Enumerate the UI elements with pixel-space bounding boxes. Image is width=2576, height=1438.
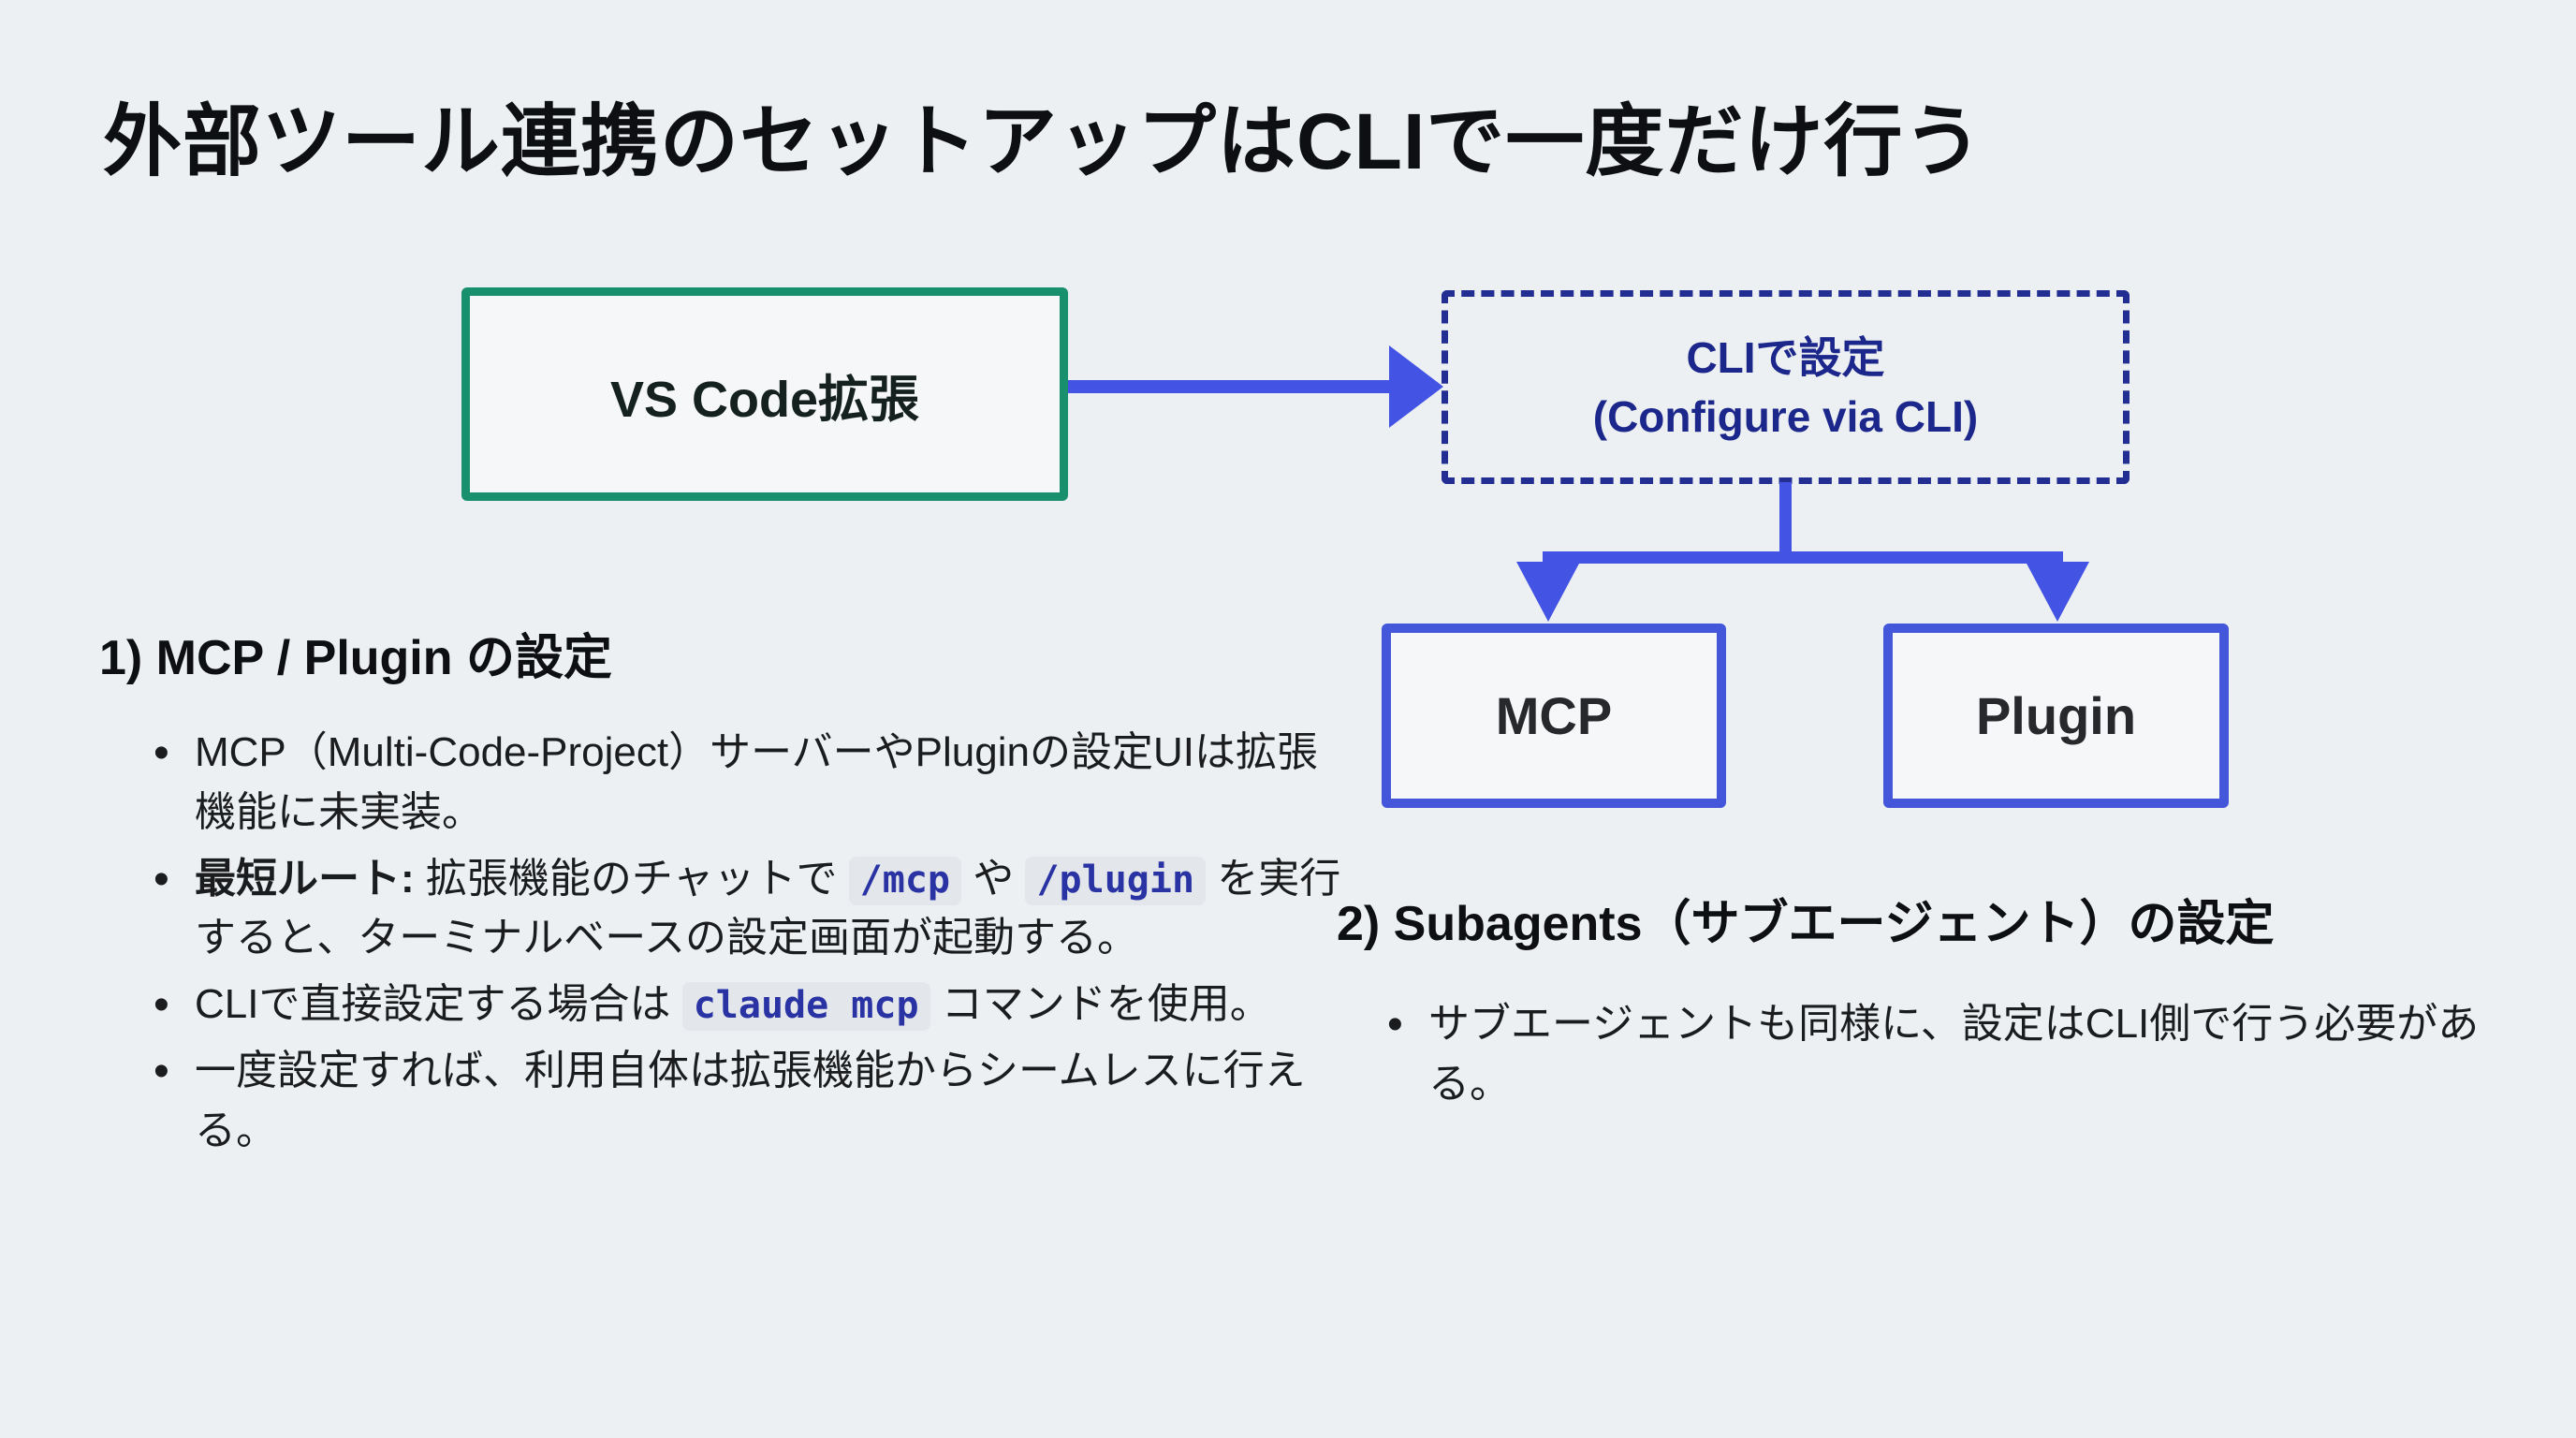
text-segment: を実行すると、ターミナルベースの設定画面が起動する。 <box>195 855 1341 961</box>
inline-code-chip: claude mcp <box>681 982 930 1032</box>
text-segment: コマンドを使用。 <box>929 981 1271 1028</box>
text-segment: 拡張機能のチャットで <box>414 855 849 902</box>
arrow-vscode-to-cli-line <box>1068 380 1398 393</box>
bullet-list-mcp-plugin: MCP（Multi-Code-Project）サーバーやPluginの設定UIは… <box>150 721 1353 1167</box>
text-segment: MCP（Multi-Code-Project）サーバーやPluginの設定UIは… <box>195 729 1318 835</box>
configure-via-cli-node: CLIで設定 (Configure via CLI) <box>1442 290 2130 484</box>
arrow-down-icon-plugin <box>2026 562 2089 622</box>
text-segment: CLIで直接設定する場合は <box>195 981 682 1028</box>
inline-code-chip: /plugin <box>1025 856 1207 905</box>
section-heading-subagents: 2) Subagents（サブエージェント）の設定 <box>1337 897 2275 951</box>
list-item: MCP（Multi-Code-Project）サーバーやPluginの設定UIは… <box>150 721 1353 843</box>
vscode-extension-label: VS Code拡張 <box>609 371 920 428</box>
connector-branch-horizontal <box>1543 551 2063 564</box>
page-title: 外部ツール連携のセットアップはCLIで一度だけ行う <box>103 97 1983 185</box>
text-segment: 一度設定すれば、利用自体は拡張機能からシームレスに行える。 <box>195 1047 1306 1153</box>
list-item: 最短ルート: 拡張機能のチャットで /mcp や /plugin を実行すると、… <box>150 847 1353 969</box>
vscode-extension-node: VS Code拡張 <box>461 287 1068 501</box>
plugin-node-label: Plugin <box>1975 686 2137 745</box>
inline-code-chip: /mcp <box>848 856 961 905</box>
bullet-list-subagents: サブエージェントも同様に、設定はCLI側で行う必要がある。 <box>1383 992 2554 1121</box>
list-item: CLIで直接設定する場合は claude mcp コマンドを使用。 <box>150 973 1353 1037</box>
list-item: サブエージェントも同様に、設定はCLI側で行う必要がある。 <box>1383 992 2554 1114</box>
arrow-down-icon-mcp <box>1516 562 1580 622</box>
arrow-right-icon <box>1389 345 1443 428</box>
mcp-node: MCP <box>1382 624 1726 808</box>
cli-node-label-ja: CLIで設定 <box>1686 333 1885 383</box>
text-segment: サブエージェントも同様に、設定はCLI側で行う必要がある。 <box>1428 1001 2480 1107</box>
plugin-node: Plugin <box>1883 624 2229 808</box>
text-segment: 最短ルート: <box>195 855 415 902</box>
section-heading-mcp-plugin: 1) MCP / Plugin の設定 <box>99 631 612 685</box>
cli-node-label-en: (Configure via CLI) <box>1592 391 1979 441</box>
list-item: 一度設定すれば、利用自体は拡張機能からシームレスに行える。 <box>150 1039 1353 1161</box>
connector-cli-down <box>1779 482 1792 557</box>
text-segment: や <box>961 855 1026 902</box>
mcp-node-label: MCP <box>1495 686 1613 745</box>
